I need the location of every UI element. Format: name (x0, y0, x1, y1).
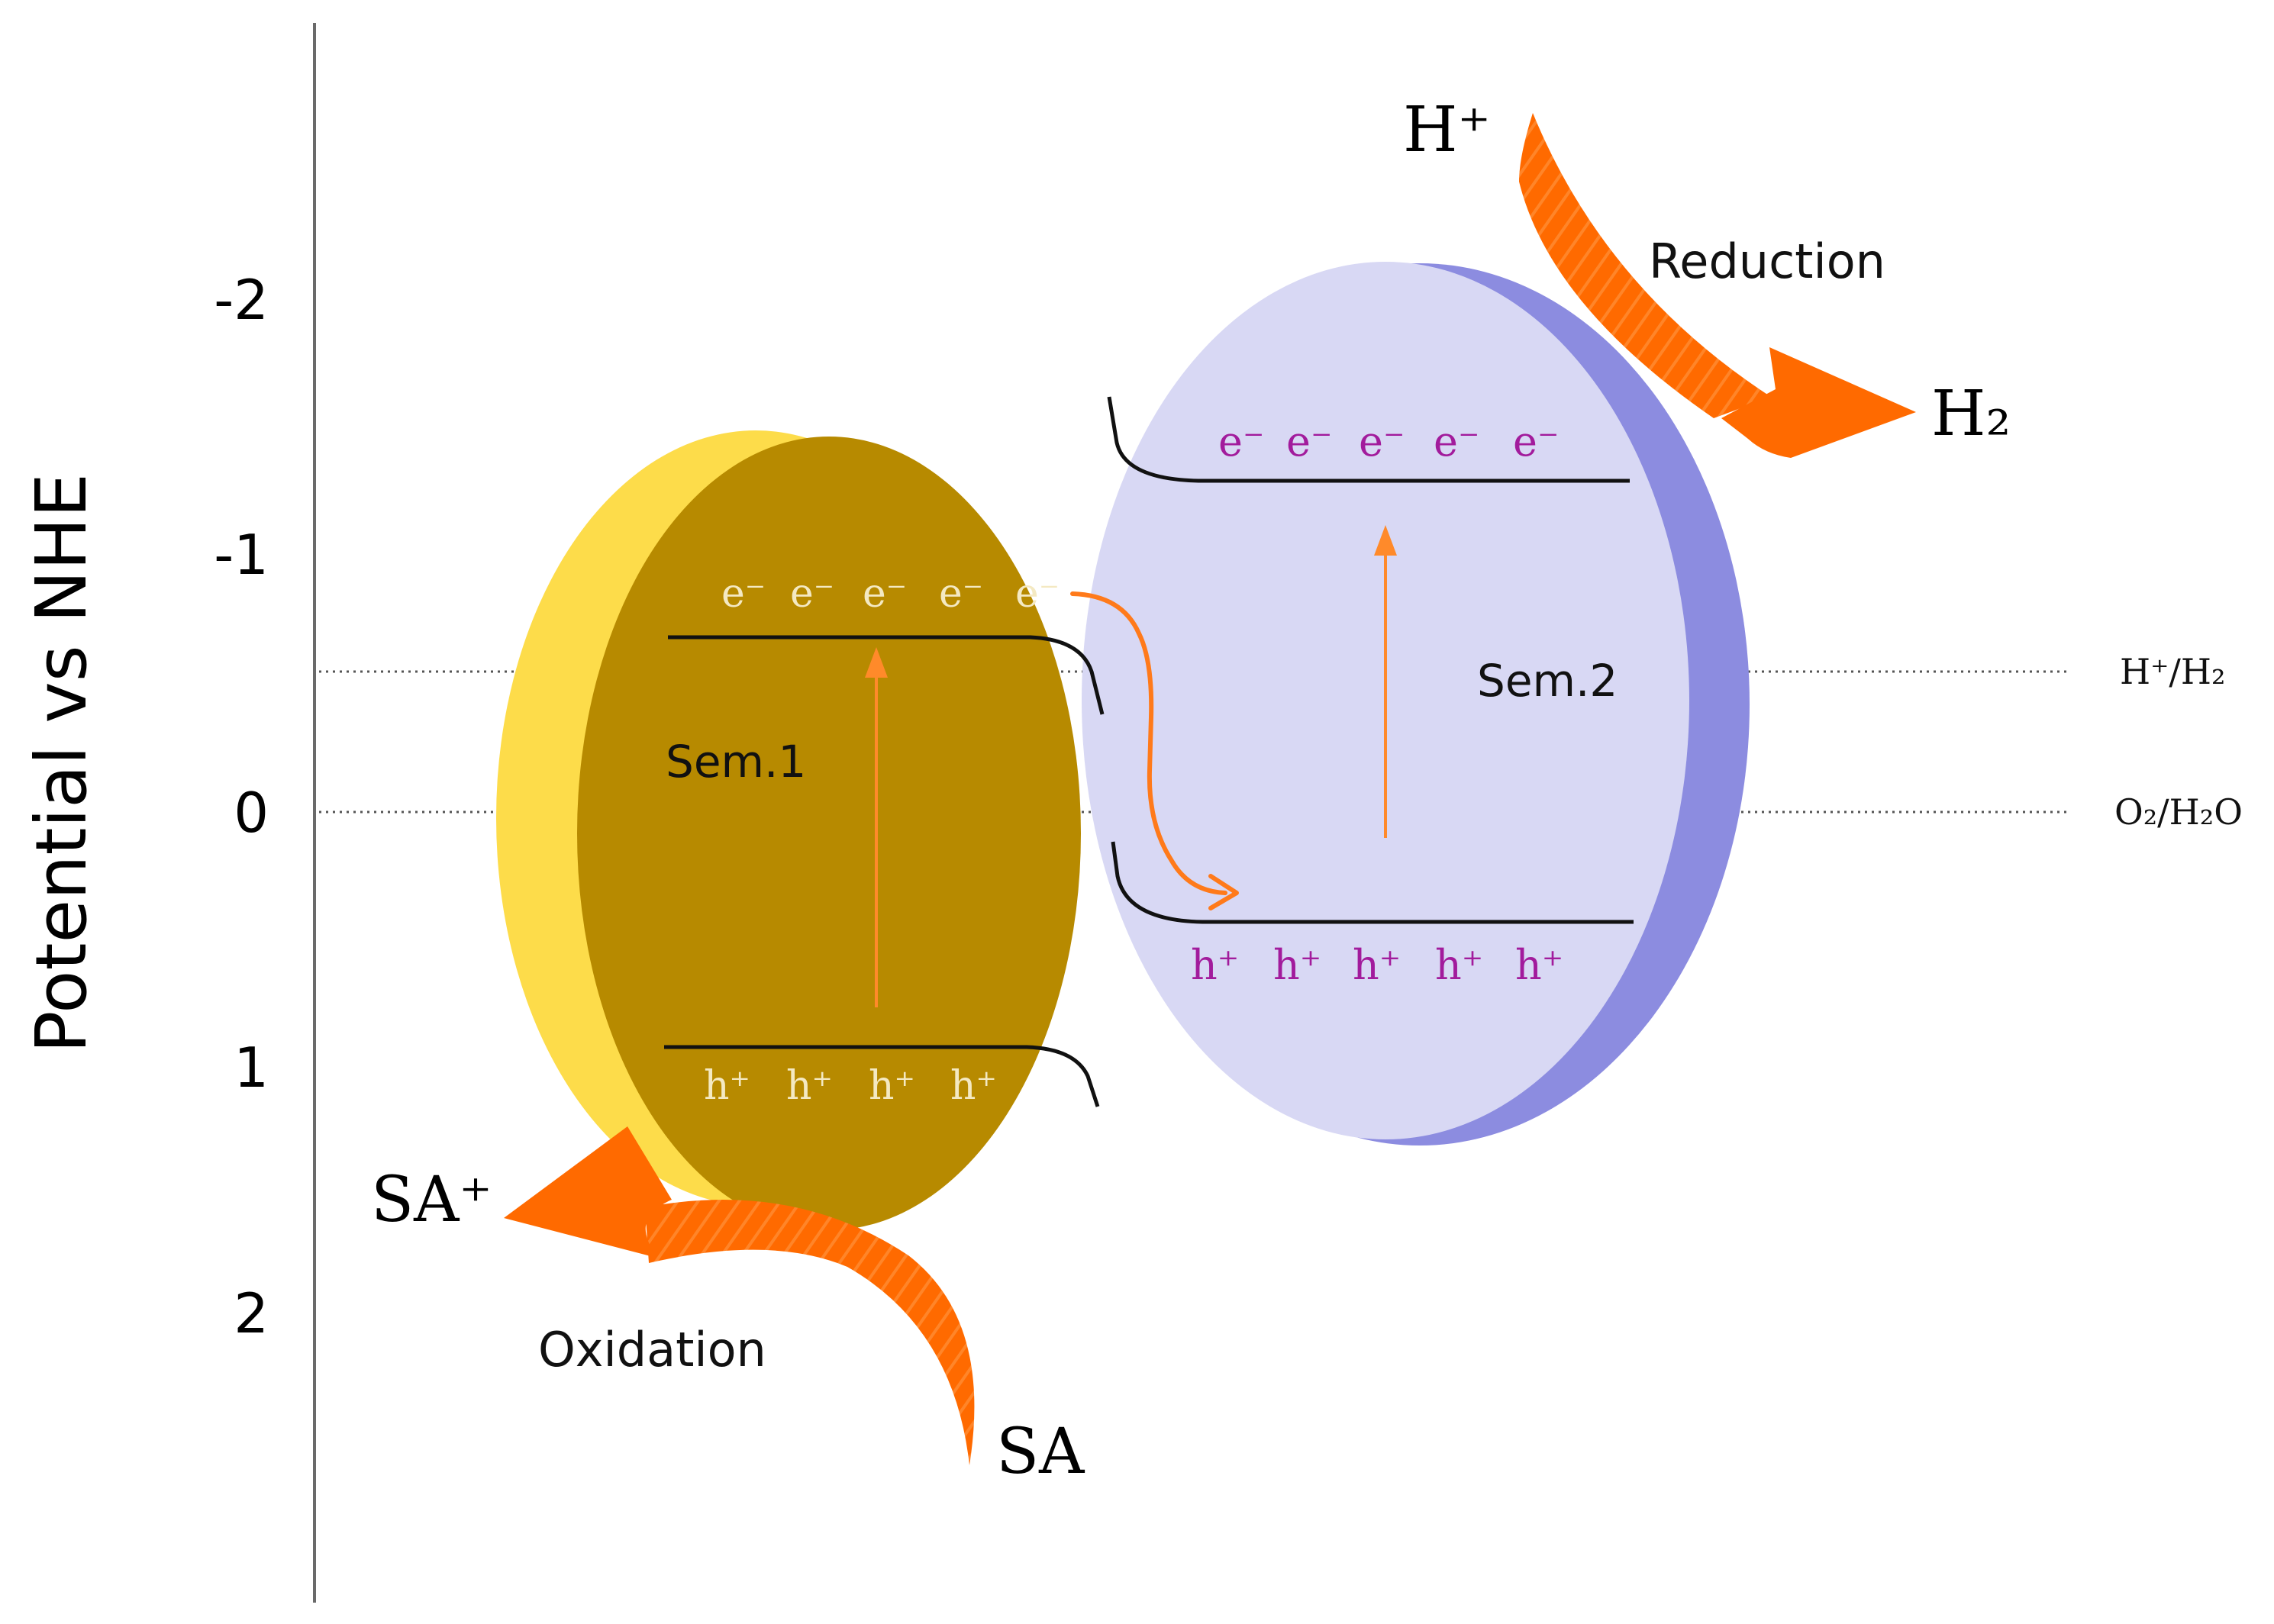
sem2-holes: h⁺ h⁺ h⁺ h⁺ h⁺ (1191, 941, 1563, 989)
o2-h2o-reference-label: O₂/H₂O (2114, 791, 2243, 833)
axis-title: Potential vs NHE (21, 473, 102, 1053)
sem1-valence-band-edge (664, 1045, 1100, 1107)
sem1-electron: e⁻ (790, 571, 834, 617)
sem1-hole: h⁺ (704, 1063, 750, 1109)
sem2-hole: h⁺ (1353, 941, 1401, 989)
sem2-hole: h⁺ (1435, 941, 1483, 989)
sem2-conduction-band-edge (1107, 396, 1630, 483)
h-h2-reference-label: H⁺/H₂ (2120, 651, 2225, 692)
sem1-electron: e⁻ (939, 571, 983, 617)
h-plus-reactant-label: H⁺ (1403, 94, 1491, 166)
sem2-excitation-arrowhead (1374, 525, 1397, 556)
sem1-conduction-band-edge (668, 635, 1105, 715)
reduction-arrow (1519, 113, 1916, 458)
sem2-label: Sem.2 (1477, 655, 1618, 707)
sem2-hole: h⁺ (1273, 941, 1321, 989)
sem2-electron: e⁻ (1434, 417, 1479, 466)
reduction-label: Reduction (1649, 234, 1885, 289)
sem1-electron: e⁻ (1015, 571, 1060, 617)
sem1-holes: h⁺ h⁺ h⁺ h⁺ (704, 1063, 997, 1109)
sem1-electrons: e⁻ e⁻ e⁻ e⁻ e⁻ (721, 571, 1060, 617)
sem1-face (577, 437, 1081, 1230)
tick-label: 0 (234, 781, 269, 845)
sem2-electron: e⁻ (1359, 417, 1405, 466)
reduction-arrow-head (1721, 347, 1916, 458)
tick-label: 1 (234, 1036, 269, 1100)
oxidation-label: Oxidation (538, 1322, 766, 1378)
sem2-electron: e⁻ (1513, 417, 1559, 466)
tick-label: -1 (214, 523, 269, 587)
semiconductor-2: Sem.2 e⁻ e⁻ e⁻ e⁻ e⁻ h⁺ h⁺ h⁺ h⁺ h⁺ (1082, 262, 1750, 1146)
oxidation-arrow-body (645, 1200, 975, 1465)
sem2-electron: e⁻ (1218, 417, 1264, 466)
interparticle-transfer-arrowhead (1208, 874, 1239, 910)
sem2-valence-band-edge (1111, 841, 1634, 924)
sa-plus-product-label: SA⁺ (371, 1164, 492, 1236)
sem1-label: Sem.1 (666, 736, 806, 788)
sa-reactant-label: SA (996, 1416, 1085, 1488)
sem1-electron: e⁻ (863, 571, 907, 617)
sem1-hole: h⁺ (786, 1063, 833, 1109)
oxidation-arrow (504, 1126, 975, 1465)
sem2-hole: h⁺ (1191, 941, 1239, 989)
h2-product-label: H₂ (1931, 378, 2011, 450)
sem1-excitation-arrowhead (865, 647, 888, 678)
reduction-arrow-body (1519, 113, 1771, 418)
tick-label: -2 (214, 268, 269, 332)
sem2-electrons: e⁻ e⁻ e⁻ e⁻ e⁻ (1218, 417, 1559, 466)
sem2-hole: h⁺ (1515, 941, 1563, 989)
sem1-hole: h⁺ (869, 1063, 915, 1109)
axis-tick-labels: -2 -1 0 1 2 (214, 268, 269, 1345)
sem1-hole: h⁺ (950, 1063, 997, 1109)
tick-label: 2 (234, 1281, 269, 1345)
sem1-electron: e⁻ (721, 571, 766, 617)
sem2-electron: e⁻ (1286, 417, 1332, 466)
interparticle-transfer-arrow (1070, 591, 1227, 895)
oxidation-arrow-head (504, 1126, 672, 1258)
semiconductor-1: Sem.1 e⁻ e⁻ e⁻ e⁻ e⁻ h⁺ h⁺ h⁺ h⁺ (496, 430, 1105, 1230)
